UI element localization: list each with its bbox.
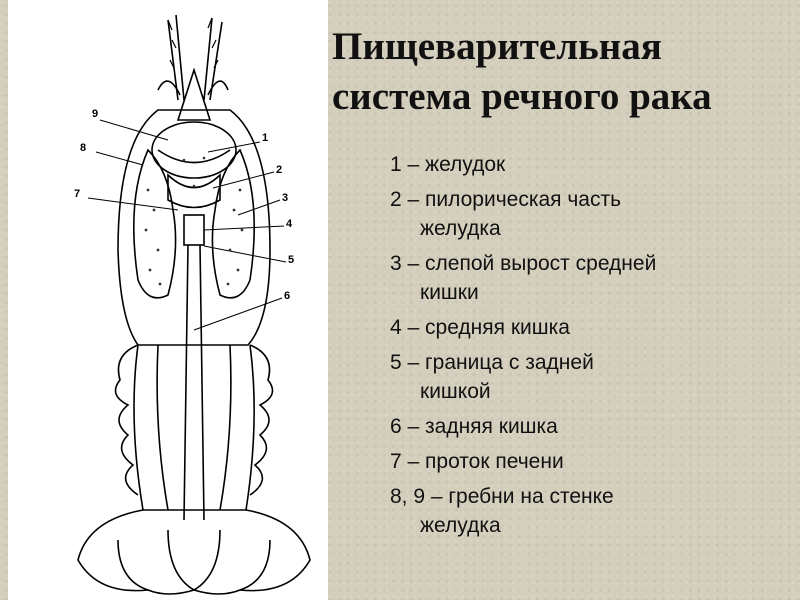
legend-item-text: 1 – желудок [390,153,506,176]
legend-item-text: 8, 9 – гребни на стенке [390,485,614,508]
legend-item-2: 2 – пилорическая часть желудка [390,185,790,243]
legend-item-1: 1 – желудок [390,150,790,179]
legend-item-text: 5 – граница с задней [390,351,594,374]
title-line-1: Пищеварительная [332,25,662,68]
callout-4: 4 [286,218,293,230]
callout-3: 3 [282,192,289,204]
antenna-left [167,14,185,101]
tail-fan [77,509,311,595]
legend-item-text: 6 – задняя кишка [390,415,558,438]
callout-5: 5 [288,254,295,266]
antenna-right [203,17,223,101]
leader-line-7 [87,197,179,211]
legend-item-8: 8, 9 – гребни на стенке желудка [390,482,790,540]
hepatopancreas-left [132,148,177,299]
leader-line-8 [95,151,144,166]
callout-7: 7 [74,188,81,200]
leader-line-5 [203,245,287,263]
legend-item-continuation: кишки [420,281,479,304]
legend-item-text: 4 – средняя кишка [390,316,570,339]
rostrum [176,67,212,121]
leader-line-2 [212,171,275,189]
stomach [151,121,237,179]
crayfish-drawing [77,14,311,595]
legend-list: 1 – желудок 2 – пилорическая часть желуд… [390,150,790,546]
legend-item-text: 2 – пилорическая часть [390,188,622,211]
legend-item-text: 7 – проток печени [390,450,564,473]
callout-9: 9 [92,108,99,120]
legend-item-5: 5 – граница с задней кишкой [390,348,790,406]
title-line-2: система речного рака [332,75,712,118]
leader-line-3 [237,199,281,216]
crayfish-diagram-panel: 9 8 7 1 2 3 4 5 6 [8,0,328,600]
leader-line-6 [193,297,283,331]
callout-2: 2 [276,164,283,176]
hindgut [183,244,205,521]
hepatopancreas-right [211,148,256,299]
legend-item-6: 6 – задняя кишка [390,412,790,441]
legend-item-7: 7 – проток печени [390,447,790,476]
leader-line-9 [99,119,169,141]
slide-title: Пищеварительная система речного рака [332,22,792,122]
legend-item-continuation: желудка [420,514,501,537]
abdominal-segments-right [249,344,274,496]
carapace [117,109,271,346]
abdominal-segments-left [114,344,139,496]
midgut [183,214,205,246]
legend-item-continuation: кишкой [420,380,491,403]
abdomen [133,344,255,511]
leader-line-4 [203,225,285,231]
callout-6: 6 [284,290,291,302]
leader-line-1 [207,141,261,153]
legend-item-4: 4 – средняя кишка [390,313,790,342]
pyloric-stomach [167,173,221,209]
callout-1: 1 [262,132,269,144]
callout-8: 8 [80,142,87,154]
legend-item-continuation: желудка [420,217,501,240]
legend-item-text: 3 – слепой вырост средней [390,252,657,275]
legend-item-3: 3 – слепой вырост средней кишки [390,249,790,307]
